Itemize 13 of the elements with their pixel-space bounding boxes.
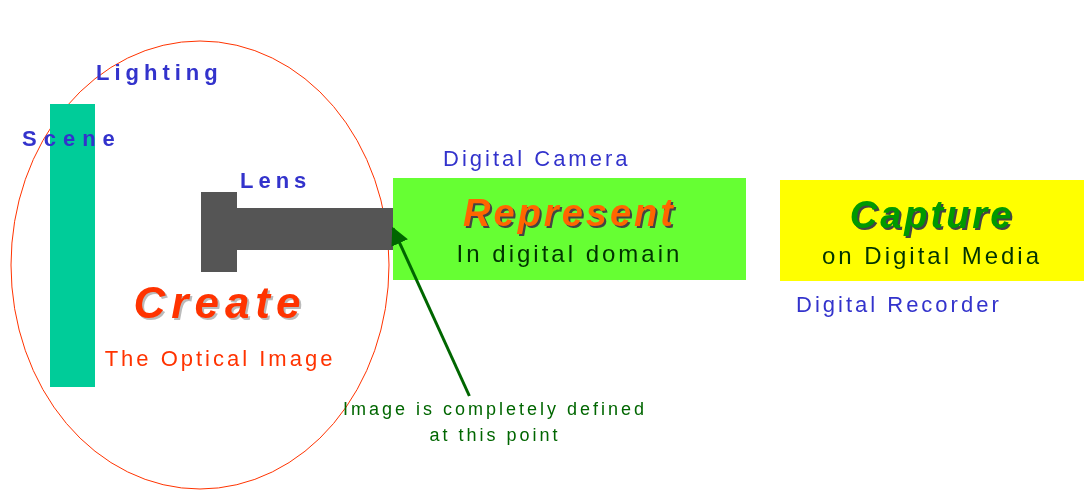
leader-arrow [391, 226, 471, 397]
body-text: on Digital Media [820, 242, 1044, 270]
process-box [780, 180, 1084, 281]
heading-text: Represent [462, 192, 677, 235]
note-text: Image is completely defined at this point [335, 396, 655, 476]
caption-label: Digital Recorder [796, 292, 1002, 318]
caption-label: Digital Camera [443, 146, 631, 172]
body-text: In digital domain [455, 240, 684, 268]
title-text: Create [132, 278, 308, 328]
caption-text: The Optical Image [103, 345, 337, 373]
heading-text: Capture [848, 194, 1016, 237]
process-box [393, 178, 746, 280]
lens-label: Lens [240, 168, 312, 194]
